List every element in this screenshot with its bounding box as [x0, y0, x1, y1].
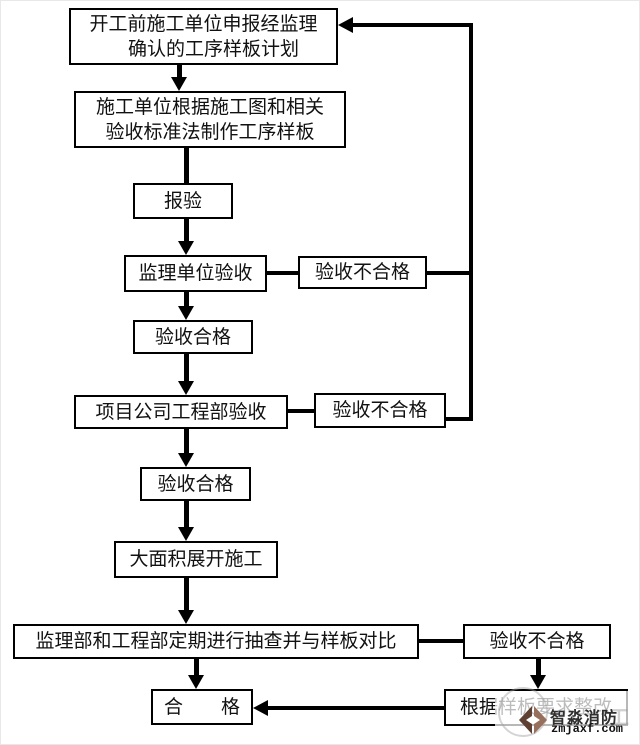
connector-spotcheck-finalpass [194, 659, 199, 676]
connector-pass1-project [184, 354, 189, 382]
feedback-line-top [353, 23, 471, 27]
node-pass-2: 验收合格 [140, 467, 251, 501]
connector-supervisor-fail1 [267, 271, 298, 275]
arrowhead-pass2-construct [178, 527, 194, 541]
connector-spotcheck-fail3 [419, 639, 463, 643]
watermark-domain: zmjaxf.com [551, 722, 624, 736]
feedback-line-vertical [469, 23, 473, 421]
node-sample-plan-line2: 确认的工序样板计划 [127, 38, 299, 60]
arrowhead-project-pass2 [178, 453, 194, 467]
connector-construct-spotcheck [184, 578, 189, 611]
node-fail-1: 验收不合格 [298, 256, 427, 289]
watermark-logo-icon [519, 706, 547, 734]
node-make-sample-line2: 验收标准法制作工序样板 [105, 121, 315, 143]
arrowhead-supervisor-pass1 [178, 306, 194, 320]
node-project-dept-acceptance: 项目公司工程部验收 [74, 395, 288, 429]
arrowhead-pass1-project [178, 381, 194, 395]
connector-rectify-finalpass [265, 706, 444, 710]
node-pass-2-label: 验收合格 [157, 473, 234, 495]
node-fail-2: 验收不合格 [314, 393, 446, 428]
node-submit-inspection-label: 报验 [163, 190, 202, 212]
node-submit-inspection: 报验 [133, 183, 233, 219]
arrowhead-rectify-finalpass [253, 700, 268, 716]
node-fail-1-label: 验收不合格 [314, 262, 410, 283]
node-full-construction: 大面积展开施工 [114, 541, 278, 578]
node-fail-3-label: 验收不合格 [489, 631, 585, 652]
watermark-stamp-ring [498, 687, 548, 737]
node-sample-plan: 开工前施工单位申报经监理 确认的工序样板计划 [69, 8, 338, 65]
connector-pass2-construct [184, 501, 189, 528]
node-fail-2-label: 验收不合格 [332, 400, 428, 421]
node-fail-3: 验收不合格 [463, 624, 611, 659]
arrowhead-feedback-plan [338, 17, 353, 33]
node-supervisor-acceptance: 监理单位验收 [124, 255, 267, 292]
node-make-sample: 施工单位根据施工图和相关 验收标准法制作工序样板 [74, 91, 346, 148]
connector-project-pass2 [184, 429, 189, 454]
node-spot-check: 监理部和工程部定期进行抽查并与样板对比 [13, 624, 419, 659]
arrowhead-construct-spotcheck [178, 610, 194, 624]
node-project-dept-acceptance-label: 项目公司工程部验收 [95, 401, 267, 423]
node-supervisor-acceptance-label: 监理单位验收 [138, 263, 253, 284]
node-pass-1-label: 验收合格 [154, 326, 231, 348]
connector-make-submit [184, 148, 189, 183]
node-full-construction-label: 大面积展开施工 [129, 549, 263, 570]
connector-plan-make [177, 65, 182, 78]
connector-project-fail2 [288, 409, 314, 413]
node-spot-check-label: 监理部和工程部定期进行抽查并与样板对比 [35, 631, 397, 652]
node-final-pass-label: 合 格 [163, 696, 240, 718]
arrowhead-submit-supervisor [178, 241, 194, 255]
watermark-brand: 智淼消防 [550, 710, 619, 727]
node-sample-plan-line1: 开工前施工单位申报经监理 [89, 13, 318, 35]
node-pass-1: 验收合格 [133, 320, 253, 354]
connector-supervisor-pass1 [184, 292, 189, 307]
watermark-ghost-text: 工 [609, 707, 629, 729]
arrowhead-fail3-rectify [530, 675, 546, 689]
connector-fail3-rectify [536, 659, 541, 676]
arrowhead-plan-make [171, 77, 187, 91]
connector-fail1-feedback [427, 271, 473, 275]
node-final-pass: 合 格 [151, 689, 253, 725]
arrowhead-spotcheck-finalpass [188, 675, 204, 689]
connector-submit-supervisor [184, 219, 189, 242]
node-make-sample-line1: 施工单位根据施工图和相关 [95, 96, 324, 118]
connector-fail2-feedback [446, 417, 473, 421]
